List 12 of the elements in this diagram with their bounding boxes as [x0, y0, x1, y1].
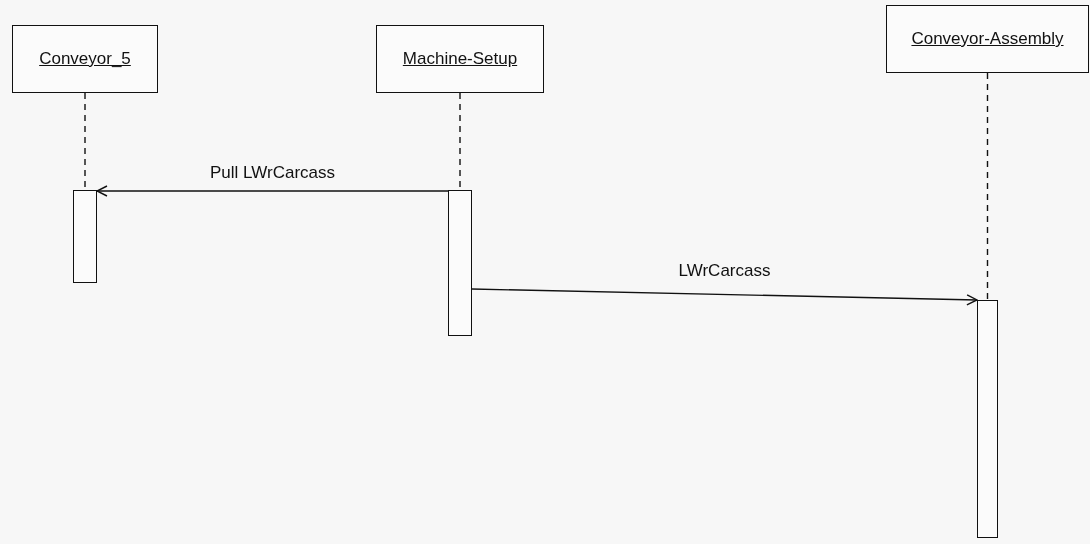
- participant-box: [12, 25, 158, 93]
- participant-name: Machine-Setup: [402, 49, 518, 69]
- message-arrow: [471, 288, 978, 306]
- participant-name: Conveyor-Assembly: [911, 29, 1064, 49]
- lifeline: [986, 72, 989, 301]
- activation-bar: [448, 190, 472, 336]
- participant-box: [886, 5, 1089, 73]
- activation-bar: [73, 190, 97, 283]
- participant-name: Conveyor_5: [39, 49, 131, 69]
- activation-bar: [977, 300, 998, 538]
- participant-box: [376, 25, 544, 93]
- message-arrow: [96, 185, 449, 197]
